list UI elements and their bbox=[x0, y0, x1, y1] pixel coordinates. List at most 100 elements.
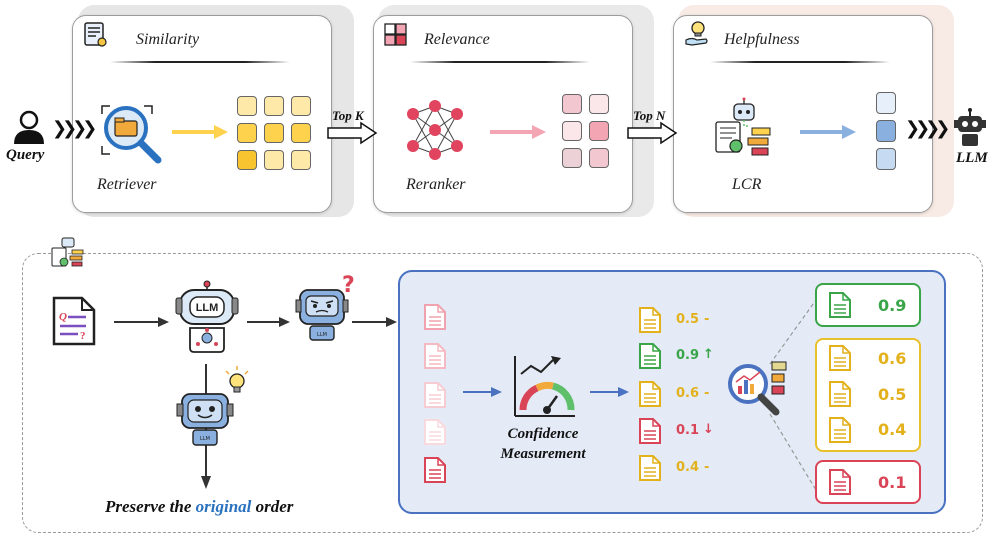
svg-text:LLM: LLM bbox=[317, 332, 327, 338]
document-icon bbox=[639, 418, 661, 444]
retrieved-chunk bbox=[237, 96, 257, 116]
flow-arrow-5 bbox=[590, 387, 629, 397]
query-chevrons: ❯❯❯❯ bbox=[52, 118, 97, 139]
preserve-text-before: Preserve the bbox=[105, 497, 196, 516]
retriever-label: Retriever bbox=[97, 176, 157, 193]
document-ranking-icon bbox=[84, 22, 107, 47]
retriever-magnifier-icon bbox=[101, 105, 162, 164]
reranked-chunk bbox=[562, 94, 582, 114]
reranker-arrow bbox=[490, 125, 546, 139]
document-icon bbox=[424, 382, 446, 408]
svg-text:?: ? bbox=[80, 330, 86, 342]
llm-label: LLM bbox=[956, 150, 988, 166]
document-icon bbox=[829, 345, 851, 371]
score-value: 0.5 bbox=[676, 312, 700, 327]
score-value: 0.6 bbox=[676, 386, 700, 401]
group-score: 0.6 bbox=[878, 349, 907, 368]
document-icon bbox=[424, 457, 446, 483]
document-icon bbox=[424, 304, 446, 330]
score-trend: ↓ bbox=[703, 422, 714, 437]
lcr-chunk bbox=[876, 92, 896, 114]
reranker-label: Reranker bbox=[406, 176, 466, 193]
document-icon bbox=[829, 381, 851, 407]
reranked-chunk bbox=[589, 148, 609, 168]
stage-title-relevance: Relevance bbox=[424, 31, 490, 48]
retriever-arrow bbox=[172, 125, 228, 139]
retrieved-chunk bbox=[291, 96, 311, 116]
happy-robot-icon: LLM bbox=[176, 393, 234, 446]
reranked-chunk bbox=[562, 148, 582, 168]
document-icon bbox=[829, 417, 851, 443]
preserve-text-after: order bbox=[251, 497, 294, 516]
stage-rule-relevance bbox=[410, 61, 590, 63]
reranked-chunk bbox=[589, 94, 609, 114]
confused-robot-icon: ? LLM bbox=[295, 273, 355, 341]
flow-arrow-1 bbox=[114, 317, 169, 327]
confidence-gauge-icon bbox=[514, 356, 575, 417]
score-trend: ↑ bbox=[703, 347, 714, 362]
analysis-magnifier-icon bbox=[728, 361, 787, 416]
confidence-label-line1: Confidence bbox=[507, 426, 579, 442]
query-document-icon: Q ? bbox=[52, 296, 96, 346]
reranked-chunk bbox=[589, 121, 609, 141]
stage-rule-helpfulness bbox=[710, 61, 890, 63]
query-label: Query bbox=[6, 147, 45, 163]
hand-lightbulb-icon bbox=[685, 21, 708, 46]
retrieved-chunk bbox=[291, 123, 311, 143]
svg-text:?: ? bbox=[342, 273, 355, 298]
retrieved-chunk bbox=[237, 150, 257, 170]
document-icon bbox=[424, 419, 446, 445]
document-icon bbox=[639, 307, 661, 333]
flow-arrow-3 bbox=[352, 317, 397, 327]
retrieved-chunk bbox=[264, 123, 284, 143]
lcr-arrow bbox=[800, 125, 856, 139]
document-icon bbox=[424, 343, 446, 369]
document-icon bbox=[829, 292, 851, 318]
user-icon bbox=[14, 110, 44, 144]
group-score: 0.5 bbox=[878, 385, 907, 404]
stage-title-helpfulness: Helpfulness bbox=[724, 31, 800, 48]
retrieved-chunk bbox=[237, 123, 257, 143]
score-value: 0.9 bbox=[676, 348, 700, 363]
svg-text:LLM: LLM bbox=[200, 436, 210, 442]
lcr-detail-panel bbox=[22, 253, 983, 533]
retrieved-chunk bbox=[291, 150, 311, 170]
group-score: 0.4 bbox=[878, 420, 907, 439]
reranked-chunk bbox=[562, 121, 582, 141]
document-icon bbox=[829, 469, 851, 495]
lcr-chunk bbox=[876, 120, 896, 142]
svg-text:LLM: LLM bbox=[196, 302, 219, 314]
lcr-label: LCR bbox=[732, 176, 762, 193]
puzzle-icon bbox=[384, 23, 407, 46]
preserve-order-caption: Preserve the original order bbox=[105, 497, 293, 517]
lightbulb-icon bbox=[225, 366, 249, 393]
score-trend: - bbox=[704, 386, 710, 401]
preserve-text-highlight: original bbox=[195, 497, 252, 516]
confidence-label-line2: Measurement bbox=[500, 446, 586, 462]
score-value: 0.1 bbox=[676, 423, 700, 438]
group-connector-lines bbox=[769, 299, 817, 491]
document-icon bbox=[639, 343, 661, 369]
lcr-mini-icon bbox=[51, 237, 84, 267]
retrieved-chunk bbox=[264, 150, 284, 170]
topn-arrow bbox=[627, 121, 678, 145]
llm-robot-bottom-icon: LLM bbox=[175, 280, 239, 353]
topk-arrow bbox=[327, 121, 378, 145]
stage-title-similarity: Similarity bbox=[136, 31, 200, 48]
llm-chevrons: ❯❯❯❯ bbox=[905, 118, 950, 139]
retrieved-chunk bbox=[264, 96, 284, 116]
topn-label: Top N bbox=[633, 108, 666, 123]
llm-robot-icon bbox=[954, 108, 986, 146]
lcr-robot-ranking-icon bbox=[715, 97, 771, 156]
flow-arrow-2 bbox=[247, 317, 290, 327]
svg-text:Q: Q bbox=[59, 311, 67, 323]
confidence-measurement-label: Confidence Measurement bbox=[486, 424, 600, 464]
score-value: 0.4 bbox=[676, 460, 700, 475]
document-icon bbox=[639, 455, 661, 481]
flow-arrow-4 bbox=[463, 387, 502, 397]
stage-rule-similarity bbox=[110, 61, 290, 63]
score-trend: - bbox=[704, 312, 710, 327]
document-icon bbox=[639, 381, 661, 407]
stage-helpfulness-card bbox=[673, 15, 933, 213]
topk-label: Top K bbox=[332, 108, 364, 123]
